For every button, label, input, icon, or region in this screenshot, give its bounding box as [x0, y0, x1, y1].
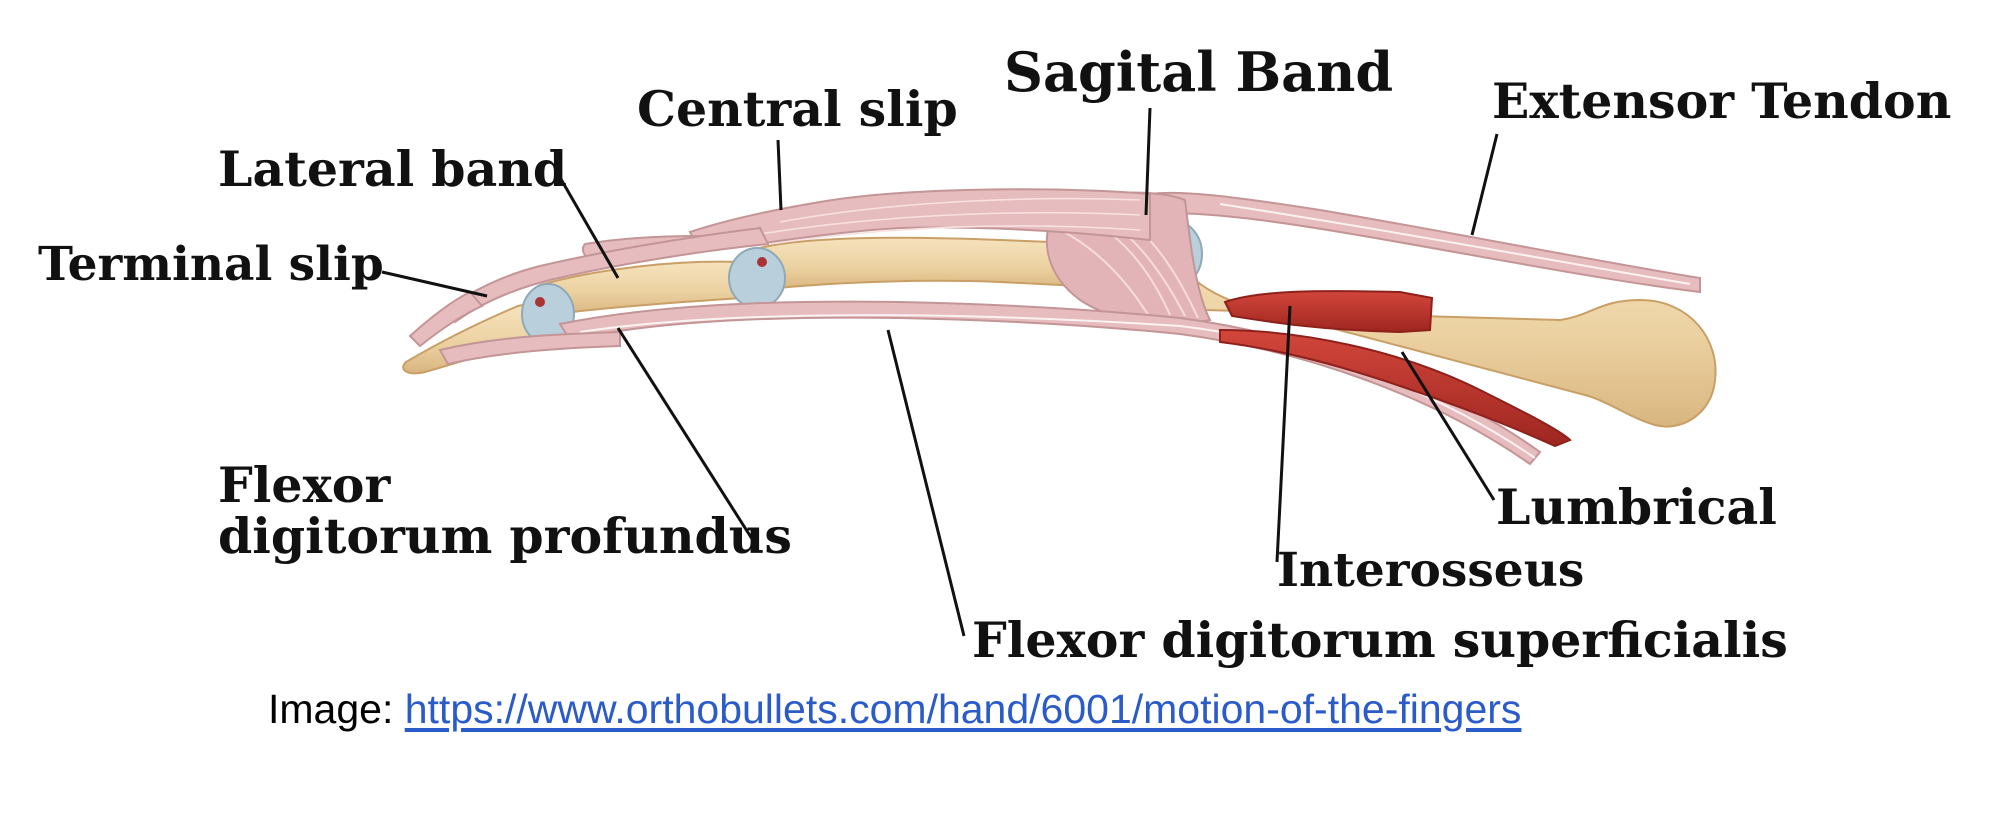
leader-fdp: [616, 327, 756, 543]
interosseus-muscle: [1223, 290, 1434, 334]
metacarpal-bone: [1167, 217, 1717, 428]
leader-terminal-slip: [381, 270, 488, 298]
caption-prefix: Image:: [268, 686, 405, 732]
label-terminal-slip: Terminal slip: [38, 237, 384, 292]
leader-lines: [381, 107, 1499, 637]
flexor-digitorum-profundus-tendon: [438, 330, 621, 366]
label-interosseus: Interosseus: [1277, 543, 1585, 598]
leader-extensor-tendon: [1470, 133, 1499, 236]
label-fdp-line1: Flexor: [218, 456, 391, 514]
extensor-tendon-structure: [408, 188, 1701, 348]
lumbrical-muscle: [1219, 328, 1572, 448]
label-fdp-line2: digitorum profundus: [218, 507, 792, 566]
label-flexor-digitorum-superficialis: Flexor digitorum superficialis: [972, 611, 1788, 669]
leader-interosseus: [1275, 305, 1292, 563]
source-link[interactable]: https://www.orthobullets.com/hand/6001/m…: [404, 686, 1522, 732]
label-lateral-band: Lateral band: [218, 140, 568, 198]
leader-lateral-band: [556, 173, 620, 279]
extensor-tendon-fiber: [1219, 203, 1691, 285]
expansion-fibers: [759, 197, 1141, 245]
label-sagital-band: Sagital Band: [1004, 40, 1394, 104]
lateral-band: [443, 226, 770, 324]
intrinsic-muscles: [1219, 290, 1572, 448]
image-caption: Image: https://www.orthobullets.com/hand…: [268, 686, 1521, 733]
extensor-tendon: [1149, 191, 1701, 294]
leader-central-slip: [776, 139, 783, 211]
label-flexor-digitorum-profundus: Flexor digitorum profundus: [218, 456, 792, 566]
leader-sagital-band: [1144, 107, 1152, 216]
label-central-slip: Central slip: [637, 80, 958, 138]
terminal-slip: [408, 290, 484, 348]
label-lumbrical: Lumbrical: [1496, 478, 1777, 536]
leader-lumbrical: [1400, 351, 1496, 501]
label-extensor-tendon: Extensor Tendon: [1492, 72, 1952, 130]
leader-fds: [886, 329, 966, 637]
